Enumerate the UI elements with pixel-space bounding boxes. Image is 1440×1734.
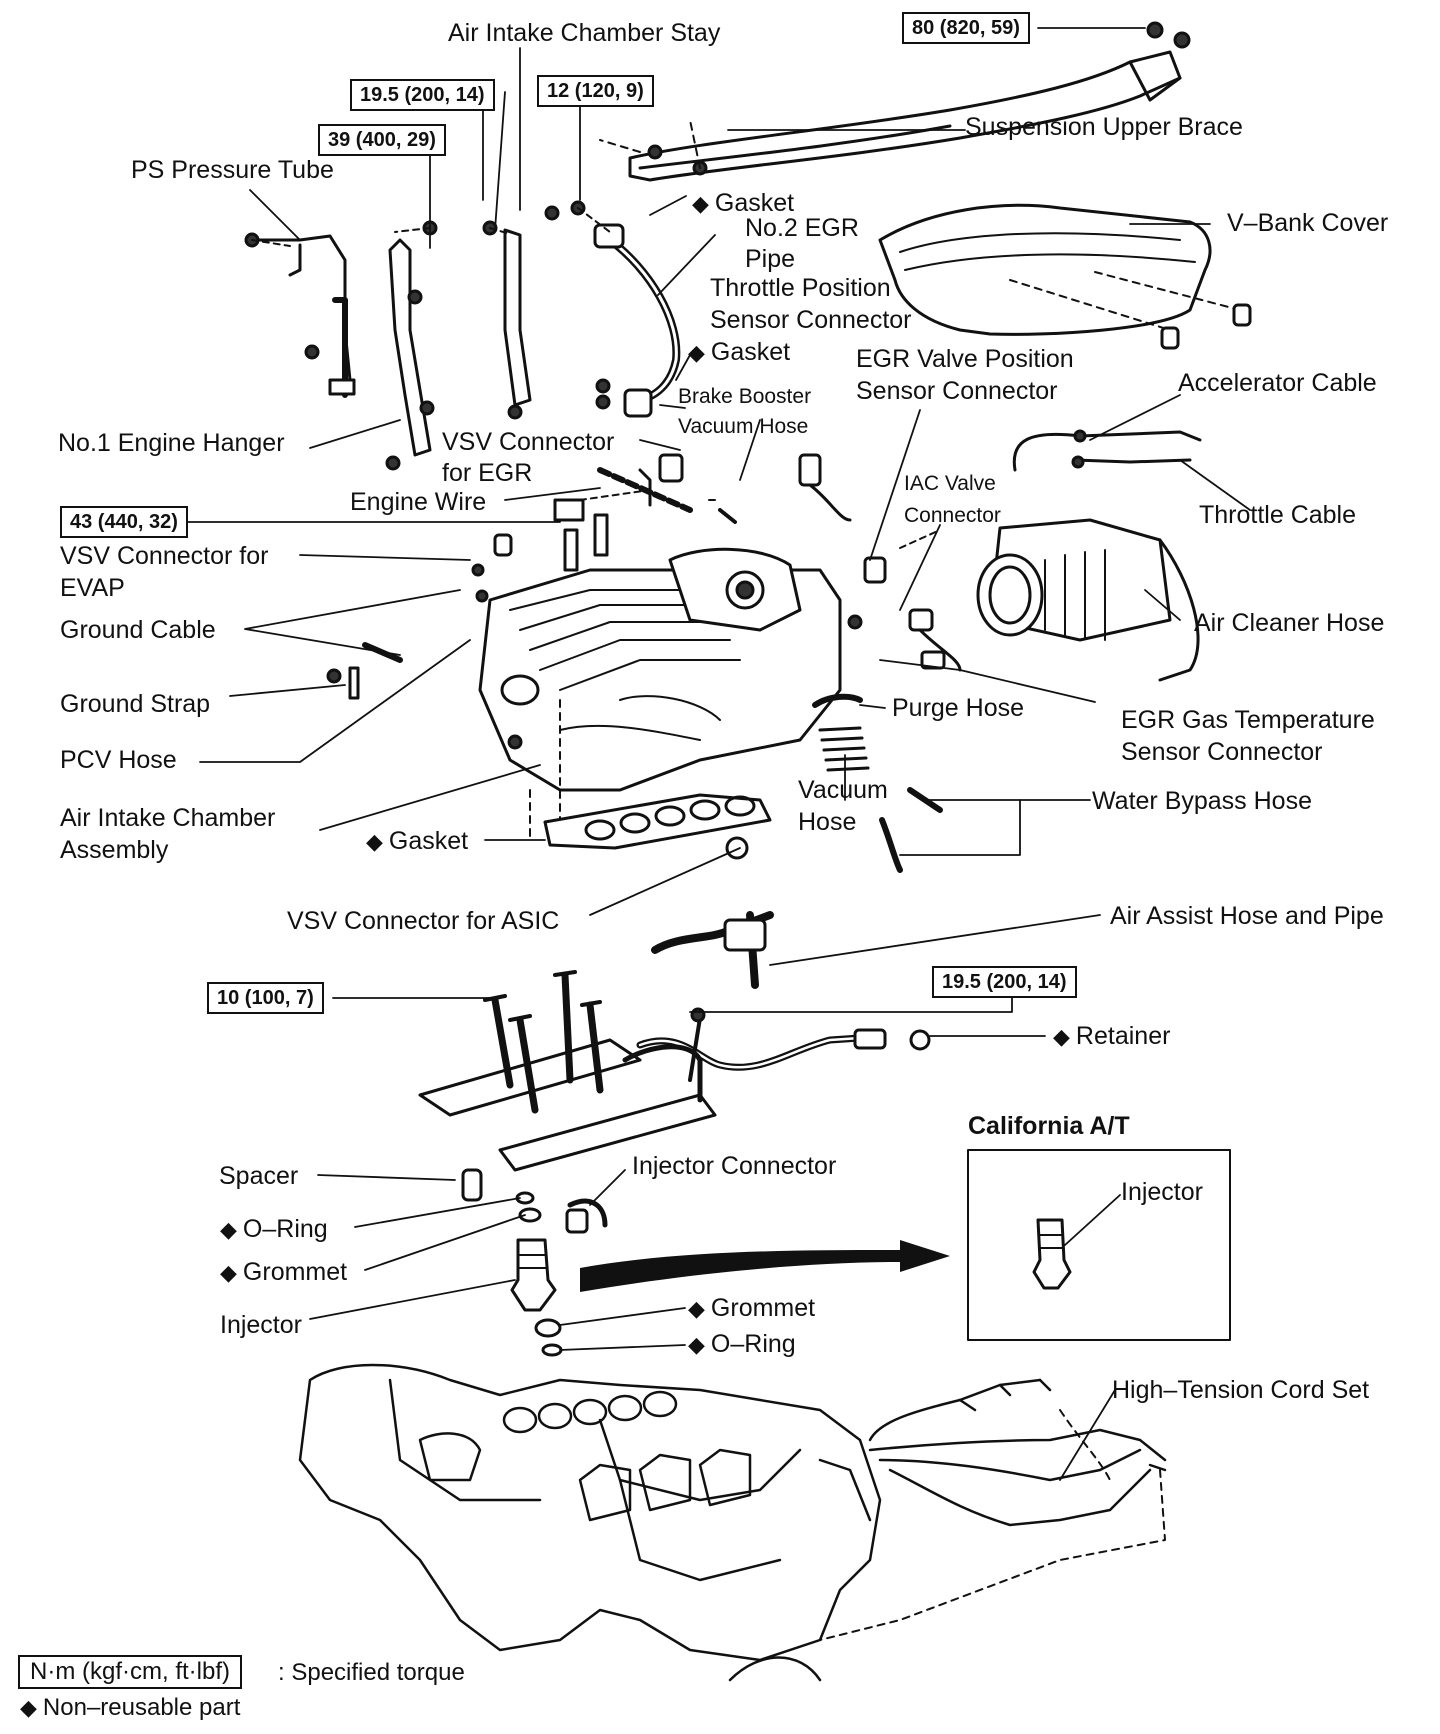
torque-spec-hanger: 39 (400, 29)	[318, 124, 446, 156]
label-iac-valve-line1: IAC Valve	[904, 472, 996, 495]
label-gasket-lower: ◆Gasket	[366, 826, 468, 857]
direction-arrow	[580, 1240, 950, 1292]
label-egr-valve-pos-line2: Sensor Connector	[856, 377, 1058, 405]
label-injector-inset: Injector	[1121, 1178, 1203, 1206]
label-tps-connector-line1: Throttle Position	[710, 274, 891, 302]
label-ground-cable: Ground Cable	[60, 616, 216, 644]
label-vacuum-hose-line1: Vacuum	[798, 776, 888, 804]
label-suspension-upper-brace: Suspension Upper Brace	[965, 113, 1243, 141]
label-throttle-cable: Throttle Cable	[1199, 501, 1357, 529]
label-vsv-evap-line1: VSV Connector for	[60, 542, 269, 570]
non-reusable-marker: ◆	[688, 340, 705, 365]
injector-parts-drawing	[461, 1168, 608, 1357]
non-reusable-marker: ◆	[688, 1332, 705, 1357]
label-engine-wire: Engine Wire	[350, 488, 487, 516]
label-ps-pressure-tube: PS Pressure Tube	[131, 156, 334, 184]
label-o-ring-right: ◆O–Ring	[688, 1329, 796, 1360]
label-tps-connector-line2: Sensor Connector	[710, 306, 912, 334]
label-grommet-right: ◆Grommet	[688, 1293, 815, 1324]
legend-non-reusable: ◆Non–reusable part	[20, 1694, 240, 1722]
non-reusable-marker: ◆	[220, 1217, 237, 1242]
high-tension-cords-drawing	[819, 1378, 1167, 1641]
california-injector-drawing	[1032, 1218, 1072, 1290]
label-vsv-evap-line2: EVAP	[60, 574, 125, 602]
label-air-intake-chamber-assy-line2: Assembly	[60, 836, 169, 864]
air-cleaner-hose-drawing	[976, 518, 1200, 682]
label-egr-valve-pos-line1: EGR Valve Position	[856, 345, 1074, 373]
label-egr-gas-temp-line2: Sensor Connector	[1121, 738, 1323, 766]
non-reusable-marker: ◆	[692, 191, 709, 216]
label-gasket-top: ◆Gasket	[692, 188, 794, 219]
non-reusable-marker: ◆	[688, 1296, 705, 1321]
leader-lines	[184, 27, 1251, 1481]
engine-block-drawing	[298, 1363, 882, 1682]
torque-spec-chamber: 43 (440, 32)	[60, 506, 188, 538]
air-assist-hose-drawing	[651, 911, 774, 989]
egr-pipe-drawing	[544, 200, 681, 418]
hoses-drawing	[812, 693, 943, 873]
label-egr-gas-temp-line1: EGR Gas Temperature	[1121, 706, 1375, 734]
v-bank-cover-drawing	[878, 203, 1252, 350]
label-no1-engine-hanger: No.1 Engine Hanger	[58, 429, 285, 457]
non-reusable-marker: ◆	[220, 1260, 237, 1285]
non-reusable-marker: ◆	[1053, 1024, 1070, 1049]
label-water-bypass-hose: Water Bypass Hose	[1092, 787, 1312, 815]
label-spacer: Spacer	[219, 1162, 299, 1190]
label-no2-egr-pipe-line2: Pipe	[745, 245, 796, 273]
label-ground-strap: Ground Strap	[60, 690, 211, 718]
label-grommet-right-text: Grommet	[710, 1294, 816, 1322]
label-air-intake-chamber-stay: Air Intake Chamber Stay	[448, 19, 721, 47]
legend-torque-text: : Specified torque	[278, 1659, 465, 1686]
torque-spec-egr-pipe: 12 (120, 9)	[537, 75, 654, 107]
non-reusable-marker: ◆	[366, 829, 383, 854]
label-vacuum-hose-line2: Hose	[798, 808, 857, 836]
label-gasket-top-text: Gasket	[714, 189, 795, 217]
torque-spec-retainer: 19.5 (200, 14)	[932, 966, 1077, 998]
label-gasket-mid-text: Gasket	[710, 338, 791, 366]
label-o-ring-left-text: O–Ring	[242, 1215, 328, 1243]
label-vsv-asic: VSV Connector for ASIC	[287, 907, 560, 935]
legend-torque-unit-box: N·m (kgf·cm, ft·lbf)	[18, 1655, 242, 1689]
left-brackets-drawing	[244, 220, 532, 471]
label-purge-hose: Purge Hose	[892, 694, 1025, 722]
suspension-upper-brace-drawing	[599, 21, 1191, 182]
cables-drawing	[1012, 429, 1202, 472]
label-accelerator-cable: Accelerator Cable	[1178, 369, 1377, 397]
fuel-rail-drawing	[418, 970, 931, 1172]
label-high-tension-cord-set: High–Tension Cord Set	[1112, 1376, 1370, 1404]
label-grommet-left-text: Grommet	[242, 1258, 348, 1286]
label-california-at: California A/T	[968, 1112, 1130, 1140]
label-o-ring-right-text: O–Ring	[710, 1330, 796, 1358]
label-gasket-mid: ◆Gasket	[688, 337, 790, 368]
label-injector-connector: Injector Connector	[632, 1152, 837, 1180]
intake-gasket-drawing	[543, 793, 772, 850]
label-grommet-left: ◆Grommet	[220, 1257, 347, 1288]
connectors-drawing	[326, 453, 962, 1023]
label-air-intake-chamber-assy-line1: Air Intake Chamber	[60, 804, 276, 832]
label-o-ring-left: ◆O–Ring	[220, 1214, 328, 1245]
california-inset-box	[967, 1149, 1231, 1341]
label-vsv-egr-line2: for EGR	[442, 459, 533, 487]
label-vsv-egr-line1: VSV Connector	[442, 428, 615, 456]
torque-spec-fuel-rail: 10 (100, 7)	[207, 982, 324, 1014]
label-retainer: ◆Retainer	[1053, 1021, 1170, 1052]
label-gasket-lower-text: Gasket	[388, 827, 469, 855]
label-injector: Injector	[220, 1311, 302, 1339]
label-iac-valve-line2: Connector	[904, 504, 1001, 527]
label-air-assist-hose: Air Assist Hose and Pipe	[1110, 902, 1384, 930]
label-brake-booster-line1: Brake Booster	[678, 385, 812, 408]
non-reusable-marker: ◆	[20, 1695, 37, 1720]
label-brake-booster-line2: Vacuum Hose	[678, 415, 809, 438]
legend-non-reusable-text: Non–reusable part	[42, 1694, 241, 1721]
torque-spec-stay: 19.5 (200, 14)	[350, 79, 495, 111]
label-no2-egr-pipe-line1: No.2 EGR	[745, 214, 859, 242]
torque-spec-brace: 80 (820, 59)	[902, 12, 1030, 44]
label-air-cleaner-hose: Air Cleaner Hose	[1194, 609, 1385, 637]
label-retainer-text: Retainer	[1075, 1022, 1171, 1050]
label-v-bank-cover: V–Bank Cover	[1227, 209, 1389, 237]
air-intake-chamber-drawing	[478, 498, 842, 841]
label-pcv-hose: PCV Hose	[60, 746, 177, 774]
